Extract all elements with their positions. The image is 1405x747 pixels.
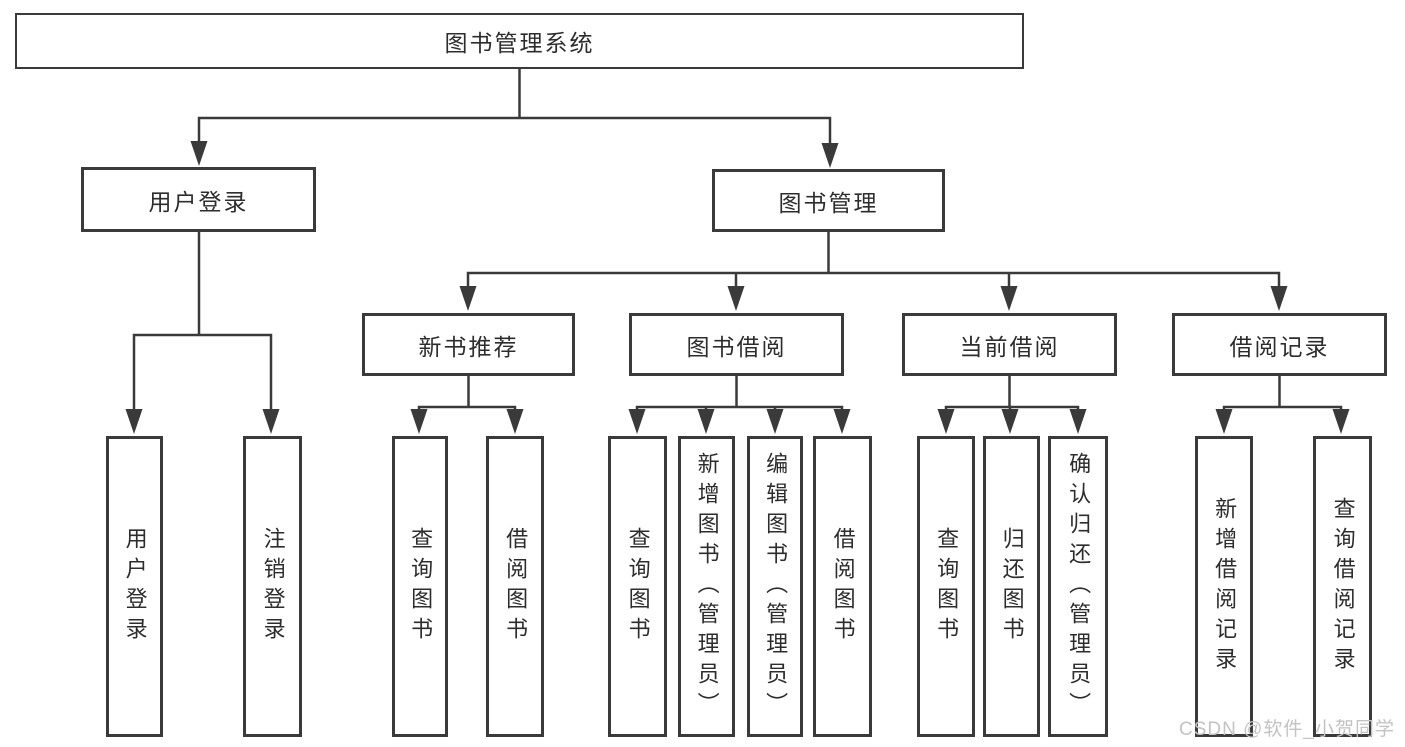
leaf-add-borrow-record-label: 新增借阅记录	[1212, 496, 1238, 677]
leaf-confirm-return-admin-label: 确认归还（管理员）	[1066, 451, 1092, 722]
csdn-watermark: CSDN @软件_小贺同学	[1179, 719, 1395, 740]
node-book-management: 图书管理	[712, 169, 945, 232]
node-current-borrowing: 当前借阅	[902, 313, 1117, 376]
leaf-logout-label: 注销登录	[260, 526, 286, 647]
leaf-add-books-admin: 新增图书（管理员）	[678, 436, 735, 737]
node-book-borrowing: 图书借阅	[629, 313, 844, 376]
leaf-user-login-label: 用户登录	[122, 526, 148, 647]
node-root-system: 图书管理系统	[15, 13, 1024, 69]
leaf-add-borrow-record: 新增借阅记录	[1195, 436, 1253, 737]
leaf-recommend-query-books: 查询图书	[392, 436, 448, 737]
connector-lines	[132, 69, 1343, 410]
leaf-recommend-query-books-label: 查询图书	[408, 526, 434, 647]
leaf-return-books: 归还图书	[983, 436, 1040, 737]
leaf-query-borrow-record: 查询借阅记录	[1313, 436, 1372, 737]
leaf-current-query-books-label: 查询图书	[934, 526, 960, 647]
node-user-login: 用户登录	[81, 167, 316, 232]
leaf-borrowing-query-books-label: 查询图书	[625, 526, 651, 647]
leaf-query-borrow-record-label: 查询借阅记录	[1330, 496, 1356, 677]
leaf-add-books-admin-label: 新增图书（管理员）	[694, 451, 720, 722]
node-new-book-recommend: 新书推荐	[362, 313, 575, 376]
leaf-edit-books-admin-label: 编辑图书（管理员）	[763, 451, 789, 722]
leaf-edit-books-admin: 编辑图书（管理员）	[747, 436, 803, 737]
node-borrowing-records: 借阅记录	[1172, 313, 1387, 376]
leaf-current-query-books: 查询图书	[917, 436, 975, 737]
leaf-logout: 注销登录	[243, 436, 302, 737]
leaf-recommend-borrow-books-label: 借阅图书	[503, 526, 529, 647]
arrowheads	[125, 141, 1350, 434]
leaf-confirm-return-admin: 确认归还（管理员）	[1048, 436, 1108, 737]
leaf-user-login: 用户登录	[106, 436, 163, 737]
leaf-borrow-books-label: 借阅图书	[830, 526, 856, 647]
leaf-return-books-label: 归还图书	[999, 526, 1025, 647]
leaf-borrow-books: 借阅图书	[813, 436, 872, 737]
leaf-borrowing-query-books: 查询图书	[608, 436, 667, 737]
leaf-recommend-borrow-books: 借阅图书	[486, 436, 544, 737]
